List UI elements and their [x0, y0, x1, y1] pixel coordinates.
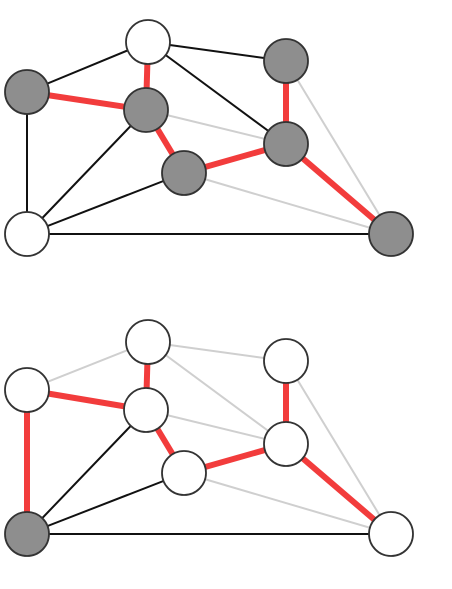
bottom-node-A — [4, 367, 50, 413]
bottom-node-B — [125, 319, 171, 365]
top-edge-F-H-red — [283, 141, 394, 237]
bottom-node-E — [161, 450, 207, 496]
top-edge-E-H-grey — [183, 172, 392, 235]
top-graph — [4, 19, 414, 257]
top-node-G-circle — [4, 211, 50, 257]
bottom-node-C-circle — [123, 387, 169, 433]
bottom-node-A-circle — [4, 367, 50, 413]
top-node-E — [161, 150, 207, 196]
top-edge-B-F-black — [147, 41, 287, 145]
bottom-node-H — [368, 511, 414, 557]
top-node-D-circle — [263, 38, 309, 84]
bottom-edge-G-E-black — [26, 472, 185, 535]
bottom-node-F — [263, 421, 309, 467]
bottom-edge-B-F-grey — [147, 341, 287, 445]
top-node-F-circle — [263, 121, 309, 167]
top-node-H-circle — [368, 211, 414, 257]
bottom-node-C — [123, 387, 169, 433]
bottom-node-G-circle — [4, 511, 50, 557]
top-node-G — [4, 211, 50, 257]
bottom-edge-F-H-red — [283, 441, 394, 537]
top-node-H — [368, 211, 414, 257]
bottom-edge-E-H-grey — [183, 472, 392, 535]
bottom-edge-G-C-black — [26, 409, 147, 535]
top-edge-G-C-black — [26, 109, 147, 235]
bottom-node-H-circle — [368, 511, 414, 557]
top-node-B — [125, 19, 171, 65]
top-edge-B-D-black — [147, 41, 287, 62]
top-node-C — [123, 87, 169, 133]
top-node-E-circle — [161, 150, 207, 196]
top-edge-D-H-grey — [285, 60, 392, 235]
bottom-node-G — [4, 511, 50, 557]
top-node-C-circle — [123, 87, 169, 133]
bottom-node-E-circle — [161, 450, 207, 496]
bottom-edge-C-F-grey — [145, 409, 287, 445]
bottom-node-B-circle — [125, 319, 171, 365]
bottom-graph — [4, 319, 414, 557]
top-edge-C-F-grey — [145, 109, 287, 145]
bottom-node-F-circle — [263, 421, 309, 467]
bottom-node-D — [263, 338, 309, 384]
bottom-edge-D-H-grey — [285, 360, 392, 535]
top-node-F — [263, 121, 309, 167]
top-edge-G-E-black — [26, 172, 185, 235]
top-node-A-circle — [4, 69, 50, 115]
bottom-edge-B-D-grey — [147, 341, 287, 362]
top-node-D — [263, 38, 309, 84]
top-node-A — [4, 69, 50, 115]
top-node-B-circle — [125, 19, 171, 65]
bottom-node-D-circle — [263, 338, 309, 384]
